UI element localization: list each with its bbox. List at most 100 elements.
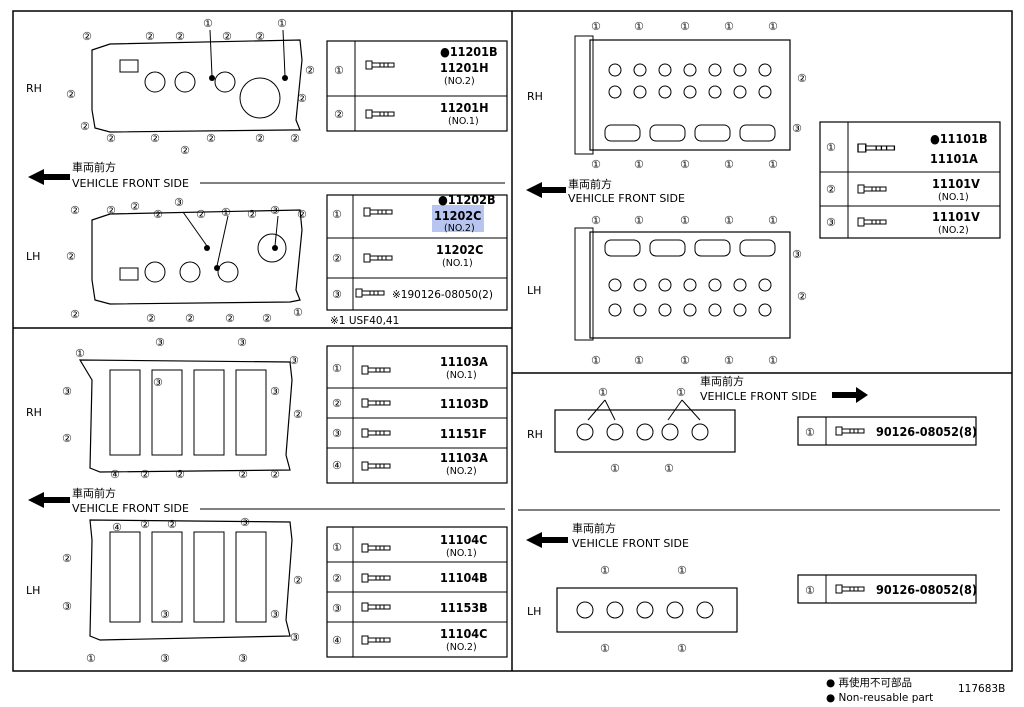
svg-text:②: ② bbox=[150, 132, 160, 145]
svg-text:②: ② bbox=[270, 468, 280, 481]
svg-text:11103A: 11103A bbox=[440, 450, 488, 465]
svg-text:②: ② bbox=[70, 308, 80, 321]
svg-text:①: ① bbox=[677, 642, 687, 655]
svg-text:①: ① bbox=[600, 642, 610, 655]
svg-text:①: ① bbox=[826, 141, 836, 154]
svg-text:④: ④ bbox=[110, 468, 120, 481]
highlight-11202C bbox=[432, 205, 484, 232]
svg-text:①: ① bbox=[221, 206, 231, 219]
svg-text:②: ② bbox=[146, 312, 156, 325]
svg-text:VEHICLE FRONT SIDE: VEHICLE FRONT SIDE bbox=[572, 537, 689, 550]
svg-text:①: ① bbox=[86, 652, 96, 665]
svg-text:②: ② bbox=[225, 312, 235, 325]
svg-text:(NO.2): (NO.2) bbox=[446, 466, 477, 477]
svg-text:①: ① bbox=[634, 20, 644, 33]
svg-text:②: ② bbox=[206, 132, 216, 145]
svg-text:③: ③ bbox=[270, 385, 280, 398]
svg-text:③: ③ bbox=[153, 376, 163, 389]
cylinder-head-lh bbox=[589, 231, 791, 339]
svg-text:②: ② bbox=[66, 250, 76, 263]
svg-text:①: ① bbox=[680, 158, 690, 171]
svg-text:③: ③ bbox=[332, 602, 342, 615]
svg-text:※190126-08050(2): ※190126-08050(2) bbox=[392, 289, 493, 301]
valve-cover-lh bbox=[91, 209, 303, 305]
svg-text:②: ② bbox=[290, 132, 300, 145]
svg-text:②: ② bbox=[180, 144, 190, 157]
svg-text:①: ① bbox=[591, 354, 601, 367]
svg-text:VEHICLE FRONT SIDE: VEHICLE FRONT SIDE bbox=[700, 390, 817, 403]
svg-text:①: ① bbox=[768, 20, 778, 33]
svg-text:②: ② bbox=[62, 552, 72, 565]
svg-text:11101V: 11101V bbox=[932, 209, 980, 224]
side-label-lh: LH bbox=[26, 250, 40, 263]
svg-text:②: ② bbox=[797, 290, 807, 303]
side-view-lh-table: ① 90126-08052(8) bbox=[797, 574, 977, 604]
svg-text:①: ① bbox=[293, 306, 303, 319]
svg-text:①: ① bbox=[724, 214, 734, 227]
svg-text:車両前方: 車両前方 bbox=[568, 177, 612, 191]
svg-text:●11202B: ●11202B bbox=[438, 192, 496, 207]
svg-text:①: ① bbox=[664, 462, 674, 475]
svg-text:②: ② bbox=[255, 132, 265, 145]
svg-text:②: ② bbox=[332, 252, 342, 265]
svg-text:③: ③ bbox=[792, 122, 802, 135]
svg-text:③: ③ bbox=[62, 600, 72, 613]
svg-text:90126-08052(8): 90126-08052(8) bbox=[876, 424, 977, 439]
svg-text:①: ① bbox=[203, 17, 213, 30]
svg-text:③: ③ bbox=[174, 196, 184, 209]
svg-text:③: ③ bbox=[332, 427, 342, 440]
svg-text:11201H: 11201H bbox=[440, 100, 489, 115]
svg-text:①: ① bbox=[680, 20, 690, 33]
svg-text:③: ③ bbox=[270, 204, 280, 217]
svg-text:②: ② bbox=[797, 72, 807, 85]
svg-text:②: ② bbox=[140, 468, 150, 481]
svg-text:②: ② bbox=[247, 208, 257, 221]
legend-jp: ● 再使用不可部品 bbox=[826, 676, 912, 689]
svg-text:11101A: 11101A bbox=[930, 151, 978, 166]
svg-text:①: ① bbox=[634, 354, 644, 367]
svg-text:②: ② bbox=[106, 204, 116, 217]
svg-text:11103D: 11103D bbox=[440, 396, 488, 411]
svg-text:(NO.1): (NO.1) bbox=[448, 116, 479, 127]
svg-text:(NO.2): (NO.2) bbox=[938, 225, 969, 236]
svg-text:RH: RH bbox=[26, 406, 42, 419]
svg-text:①: ① bbox=[600, 564, 610, 577]
svg-text:(NO.2): (NO.2) bbox=[444, 223, 475, 234]
svg-text:①: ① bbox=[680, 354, 690, 367]
svg-text:①: ① bbox=[805, 584, 815, 597]
svg-text:LH: LH bbox=[26, 584, 40, 597]
svg-text:②: ② bbox=[106, 132, 116, 145]
svg-text:②: ② bbox=[297, 92, 307, 105]
svg-text:③: ③ bbox=[160, 608, 170, 621]
cylinder-head-rh bbox=[589, 39, 791, 151]
svg-text:①: ① bbox=[805, 426, 815, 439]
svg-text:③: ③ bbox=[332, 288, 342, 301]
svg-text:①: ① bbox=[591, 20, 601, 33]
svg-text:③: ③ bbox=[160, 652, 170, 665]
svg-text:②: ② bbox=[167, 518, 177, 531]
svg-text:11202C: 11202C bbox=[434, 208, 481, 223]
svg-text:③: ③ bbox=[62, 385, 72, 398]
svg-text:②: ② bbox=[262, 312, 272, 325]
svg-text:①: ① bbox=[591, 158, 601, 171]
svg-text:②: ② bbox=[334, 108, 344, 121]
svg-text:②: ② bbox=[185, 312, 195, 325]
svg-text:11202C: 11202C bbox=[436, 242, 483, 257]
svg-text:①: ① bbox=[277, 17, 287, 30]
svg-text:②: ② bbox=[130, 200, 140, 213]
svg-text:③: ③ bbox=[240, 516, 250, 529]
svg-text:②: ② bbox=[332, 572, 342, 585]
svg-text:①: ① bbox=[598, 386, 608, 399]
svg-text:③: ③ bbox=[238, 652, 248, 665]
svg-text:(NO.1): (NO.1) bbox=[442, 258, 473, 269]
valve-cover-lh-table: ① ●11202B 11202C (NO.2) ② 11202C (NO.1) … bbox=[326, 192, 508, 327]
svg-text:④: ④ bbox=[332, 634, 342, 647]
svg-text:①: ① bbox=[768, 214, 778, 227]
svg-text:11104B: 11104B bbox=[440, 570, 488, 585]
svg-text:②: ② bbox=[297, 208, 307, 221]
svg-text:11104C: 11104C bbox=[440, 626, 487, 641]
svg-text:(NO.1): (NO.1) bbox=[446, 548, 477, 559]
